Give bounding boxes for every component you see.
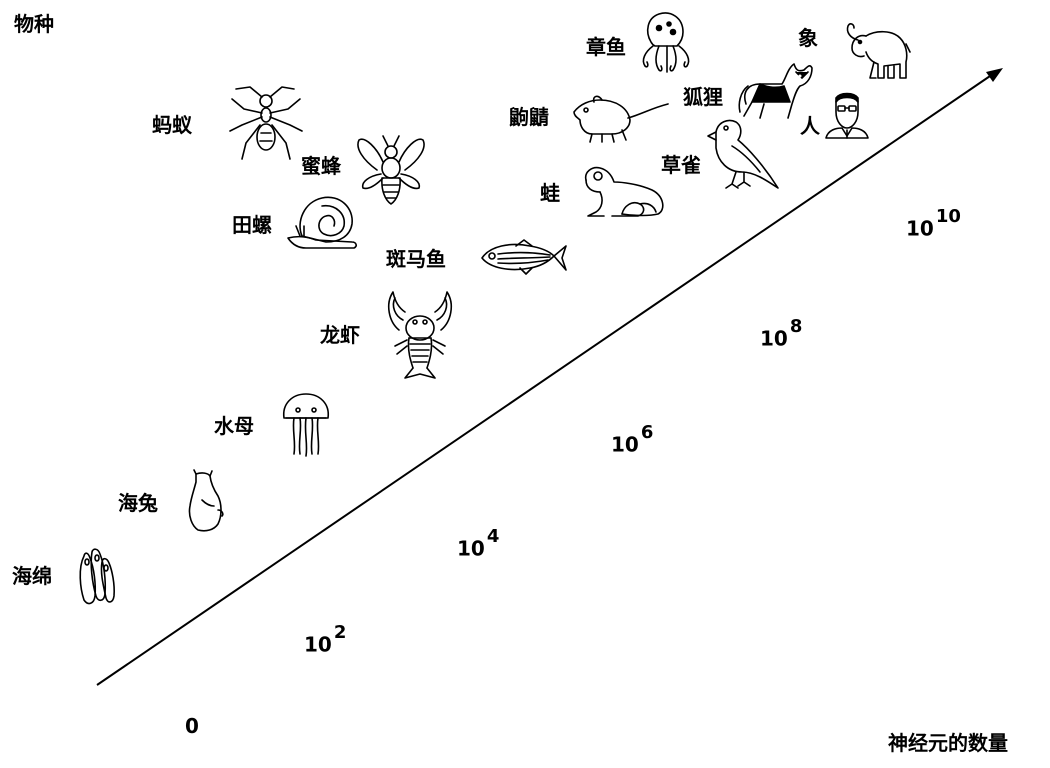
species-label-snail: 田螺 — [232, 213, 272, 237]
species-label-human: 人 — [800, 114, 820, 138]
species-label-zebrafish: 斑马鱼 — [386, 247, 446, 271]
human-icon — [825, 92, 869, 139]
species-label-ant: 蚂蚁 — [152, 113, 192, 137]
species-label-elephant: 象 — [798, 26, 818, 50]
species-label-sea-hare: 海兔 — [118, 491, 158, 515]
snail-icon — [287, 196, 357, 249]
tick-label-1e10: 1010 — [906, 206, 961, 241]
jellyfish-icon — [282, 393, 330, 457]
x-axis-label: 神经元的数量 — [888, 731, 1008, 755]
species-label-crayfish: 龙虾 — [320, 323, 360, 347]
axis-arrow — [96, 68, 1003, 686]
sponge-icon — [79, 548, 115, 605]
octopus-icon — [642, 12, 690, 73]
elephant-icon — [846, 23, 911, 79]
tick-label-1e6: 106 — [611, 422, 654, 457]
zebrafish-icon — [481, 239, 567, 275]
species-label-sponge: 海绵 — [12, 564, 52, 588]
origin-label: 0 — [185, 714, 199, 738]
shrew-icon — [573, 95, 669, 143]
tick-label-1e4: 104 — [457, 526, 500, 561]
tick-label-1e2: 102 — [304, 622, 347, 657]
y-axis-label: 物种 — [14, 12, 54, 36]
fox-icon — [738, 63, 813, 119]
species-label-jellyfish: 水母 — [214, 414, 254, 438]
ant-icon — [229, 86, 303, 160]
species-label-bee: 蜜蜂 — [301, 154, 341, 178]
crayfish-icon — [387, 291, 453, 379]
species-label-frog: 蛙 — [540, 181, 560, 205]
species-label-octopus: 章鱼 — [586, 35, 626, 59]
bee-icon — [357, 135, 425, 205]
finch-icon — [707, 119, 779, 189]
species-label-fox: 狐狸 — [683, 85, 723, 109]
frog-icon — [584, 166, 664, 217]
species-label-finch: 草雀 — [661, 153, 701, 177]
species-label-shrew: 鼩鼱 — [509, 105, 549, 129]
tick-label-1e8: 108 — [760, 316, 803, 351]
sea-hare-icon — [188, 469, 224, 532]
